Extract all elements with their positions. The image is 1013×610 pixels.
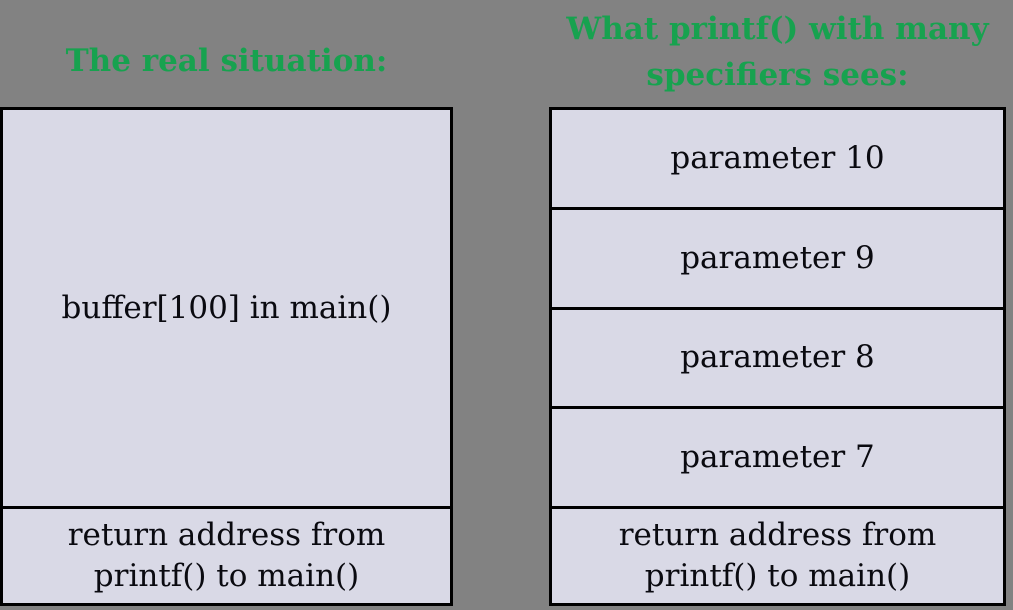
parameter-8-cell: parameter 8	[552, 306, 1003, 407]
right-column-title-line1: What printf() with many	[566, 11, 989, 47]
parameter-10-cell: parameter 10	[670, 139, 885, 176]
right-column-title-line2: specifiers sees:	[646, 57, 909, 93]
buffer-cell: buffer[100] in main()	[61, 289, 392, 326]
parameter-9-cell: parameter 9	[552, 206, 1003, 307]
left-column-title: The real situation:	[65, 43, 388, 79]
parameter-7-cell: parameter 7	[552, 406, 1003, 506]
printf-view-stack: parameter 10 parameter 9 parameter 8 par…	[549, 107, 1006, 606]
right-column-title: What printf() with many specifiers sees:	[549, 6, 1006, 98]
real-situation-stack: buffer[100] in main() return address fro…	[0, 107, 453, 606]
return-address-cell-right: return address from printf() to main()	[552, 506, 1003, 603]
return-address-cell-left: return address from printf() to main()	[3, 506, 450, 603]
